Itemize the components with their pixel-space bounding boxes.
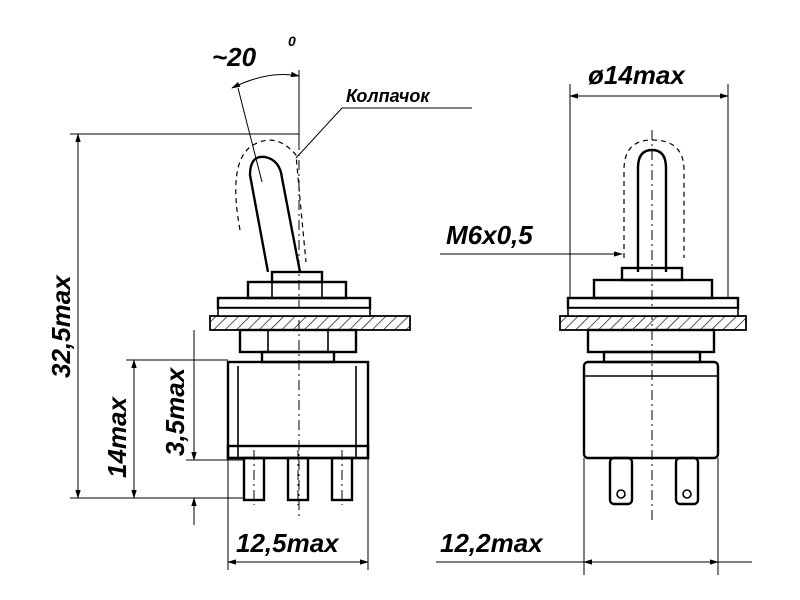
angle-label: ~20 [212,42,257,72]
bushing-nut [246,280,348,300]
angle-ext-line [237,87,263,183]
angle-arc [231,71,300,89]
thread-label: M6x0,5 [446,220,533,250]
side-terminal-left [608,456,634,506]
switch-housing [226,360,370,460]
bushing-top [270,270,324,284]
front-width-label: 12,5max [236,528,340,558]
lower-bushing [238,328,358,354]
angle-degree-label: 0 [288,33,296,49]
diameter-label: ø14max [588,60,686,90]
toggle-lever [248,155,302,273]
cap-label: Колпачок [346,86,430,106]
side-washer [566,296,740,310]
total-height-label: 32,5max [46,274,76,378]
side-mounting-panel [559,315,747,331]
front-view [70,70,472,570]
cap-leader-line [295,107,472,159]
side-bushing-nut [592,278,714,300]
washer [216,296,372,310]
side-terminal-right [674,456,700,506]
side-view [436,84,752,575]
mounting-panel [209,315,411,331]
side-toggle-lever [636,148,668,272]
side-width-label: 12,2max [440,528,544,558]
side-cap-outline [623,139,685,258]
side-switch-housing [582,360,720,460]
pin-length-label: 3,5max [160,366,190,456]
body-height-label: 14max [102,396,132,478]
